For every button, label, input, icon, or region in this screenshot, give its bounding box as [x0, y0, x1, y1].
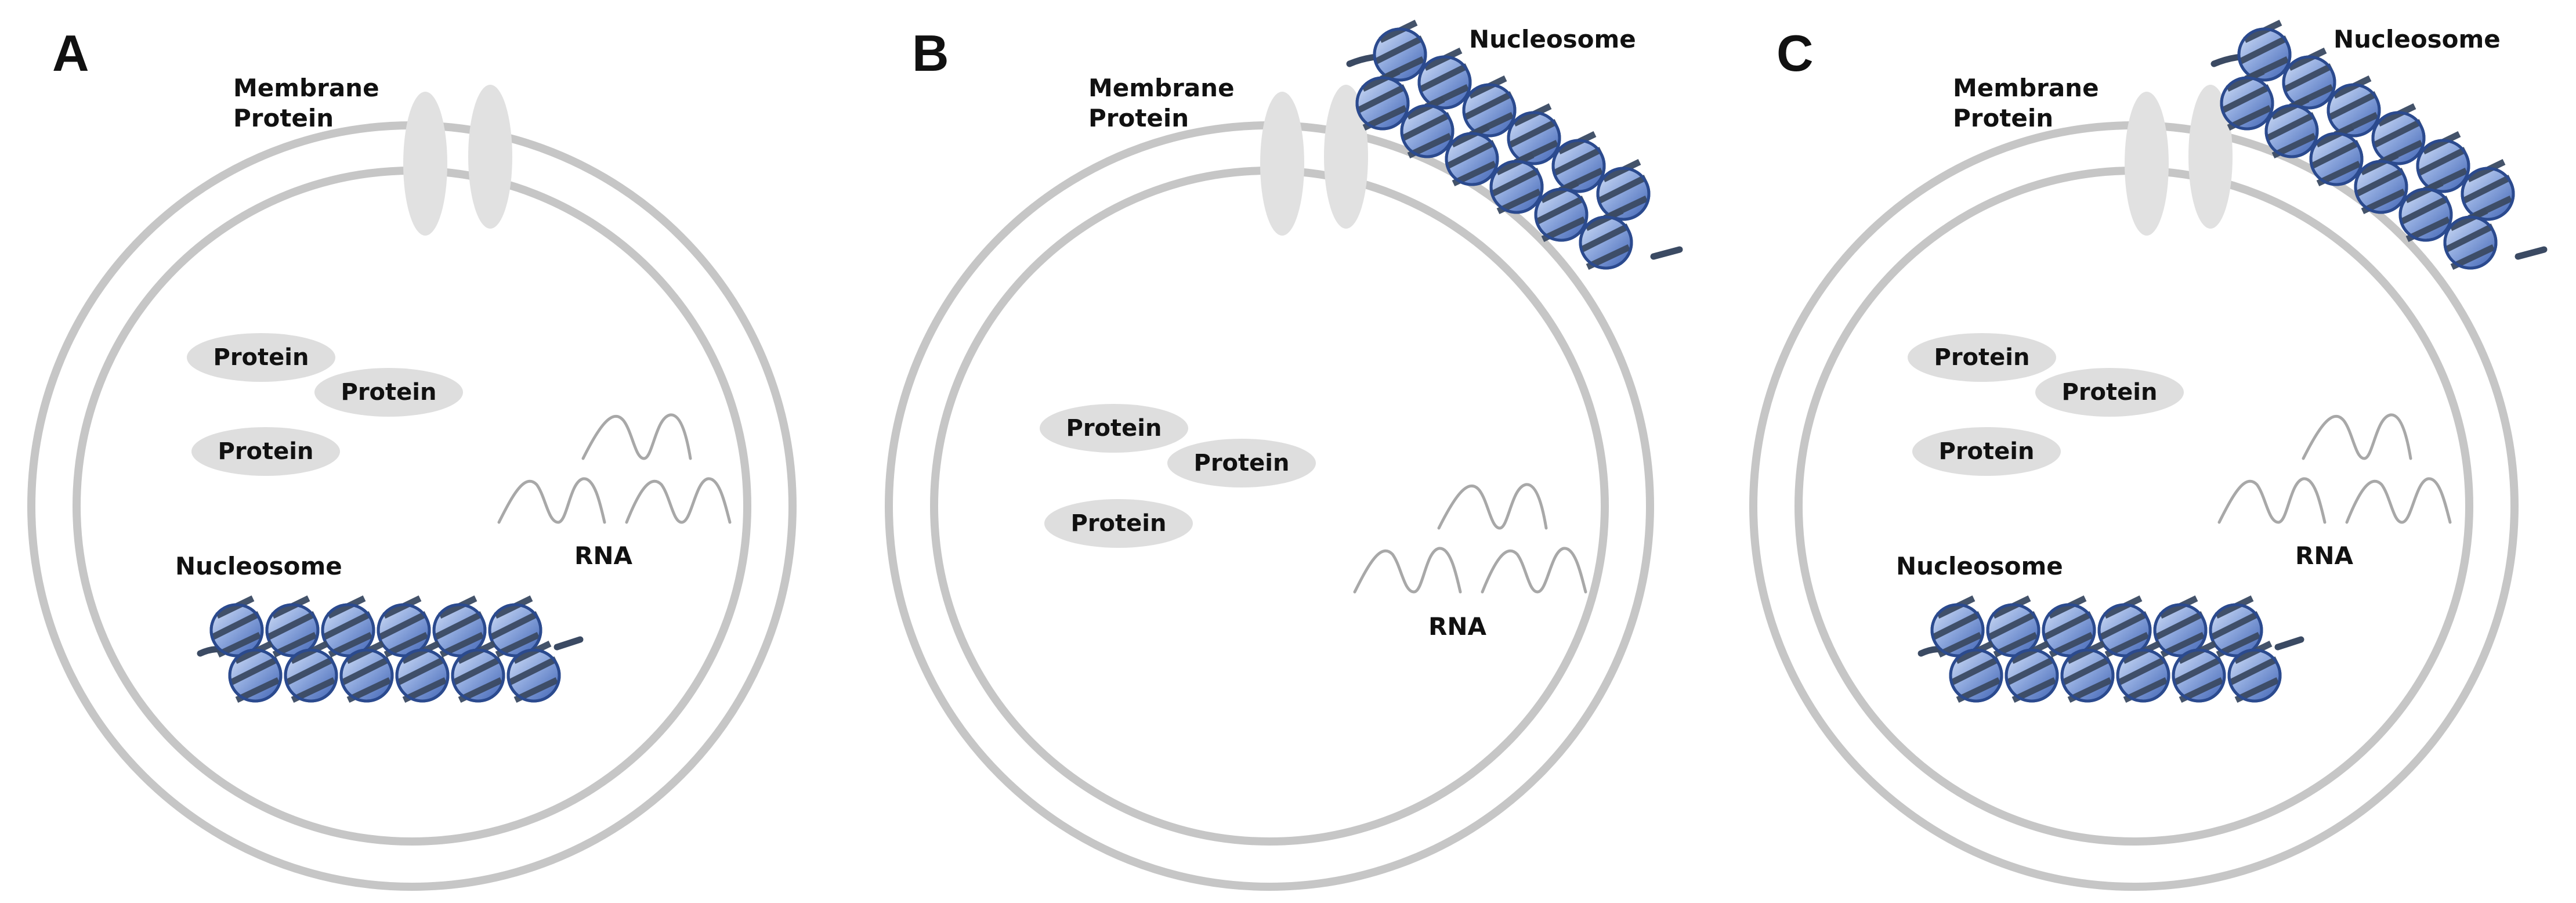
nucleosome-chain	[197, 598, 584, 701]
nucleosome-bead	[2328, 78, 2379, 136]
nucleosome-bead	[1464, 78, 1515, 136]
nucleosome-bead	[2373, 106, 2424, 164]
membrane-protein-label: Membrane Protein	[1088, 74, 1243, 132]
membrane-protein-channel	[2125, 92, 2169, 236]
rna-strands	[1353, 483, 1587, 594]
nucleosome-bead	[1932, 598, 1983, 656]
svg-text:Protein: Protein	[218, 438, 314, 465]
svg-text:Protein: Protein	[1194, 450, 1290, 476]
nucleosome-bead	[323, 598, 374, 656]
inner-membrane	[73, 167, 751, 846]
panel-letter: B	[912, 24, 949, 82]
nucleosome-label: Nucleosome	[1469, 25, 1636, 53]
svg-text:Protein: Protein	[341, 379, 437, 406]
panel-a: A Membrane Protein Protein Protein Prote…	[27, 24, 797, 891]
nucleosome-bead	[2210, 598, 2262, 656]
nucleosome-label: Nucleosome	[2333, 25, 2501, 53]
membrane-protein-channel	[403, 92, 447, 236]
membrane-protein-channel	[1324, 85, 1368, 229]
rna-label: RNA	[574, 541, 632, 570]
rna-label: RNA	[2295, 541, 2353, 570]
rna-strand	[581, 413, 692, 460]
nucleosome-bead	[2043, 598, 2094, 656]
rna-label: RNA	[1428, 612, 1486, 641]
nucleosome-bead	[2239, 23, 2290, 80]
protein: Protein	[187, 333, 335, 382]
rna-strand	[497, 477, 606, 524]
membrane-protein-label: Membrane Protein	[233, 74, 388, 132]
nucleosome-bead	[1988, 598, 2039, 656]
nucleosome-bead	[434, 598, 485, 656]
protein: Protein	[2035, 368, 2184, 417]
svg-text:Protein: Protein	[2062, 379, 2158, 406]
nucleosome-chain	[1917, 598, 2304, 701]
svg-text:Protein: Protein	[1066, 415, 1162, 442]
protein: Protein	[1908, 333, 2056, 382]
nucleosome-label: Nucleosome	[1896, 552, 2063, 580]
rna-strand	[1353, 547, 1462, 594]
svg-text:Protein: Protein	[214, 344, 309, 371]
svg-text:Protein: Protein	[1939, 438, 2035, 465]
outer-membrane	[1749, 121, 2519, 891]
panel-b: B Membrane Protein Protein Protein Prote…	[885, 23, 1683, 891]
rna-strand	[2217, 477, 2327, 524]
nucleosome-bead	[1374, 23, 1426, 80]
nucleosome-bead	[211, 598, 262, 656]
nucleosome-bead	[490, 598, 541, 656]
nucleosome-bead	[378, 598, 429, 656]
nucleosome-bead	[2284, 50, 2335, 108]
protein: Protein	[191, 427, 340, 476]
nucleosome-bead	[1419, 50, 1470, 108]
nucleosome-bead	[2155, 598, 2206, 656]
svg-text:Protein: Protein	[1934, 344, 2030, 371]
protein: Protein	[1040, 404, 1188, 453]
rna-strand	[625, 477, 732, 524]
nucleosome-bead	[2099, 598, 2150, 656]
rna-strand	[2345, 477, 2452, 524]
inner-membrane	[930, 167, 1609, 846]
nucleosome-bead	[2462, 162, 2513, 219]
panel-c: C Membrane Protein Protein Protein Prote…	[1749, 23, 2548, 891]
svg-text:Protein: Protein	[1071, 510, 1167, 537]
nucleosome-bead	[2418, 134, 2469, 192]
rna-strands	[497, 413, 732, 524]
protein: Protein	[1912, 427, 2061, 476]
nucleosome-label: Nucleosome	[175, 552, 342, 580]
rna-strands	[2217, 413, 2452, 524]
membrane-protein-channel	[2188, 85, 2233, 229]
protein: Protein	[1167, 439, 1316, 487]
membrane-protein-channel	[1260, 92, 1304, 236]
protein: Protein	[1044, 499, 1193, 548]
nucleosome-bead	[1598, 162, 1649, 219]
nucleosome-bead	[1508, 106, 1560, 164]
membrane-protein-label: Membrane Protein	[1953, 74, 2107, 132]
membrane-protein-channel	[468, 85, 512, 229]
nucleosome-chain	[1346, 23, 1683, 268]
nucleosome-chain	[2210, 23, 2548, 268]
rna-strand	[2302, 413, 2412, 460]
panel-letter: A	[52, 24, 89, 82]
rna-strand	[1481, 547, 1587, 594]
outer-membrane	[27, 121, 797, 891]
panel-letter: C	[1777, 24, 1814, 82]
protein: Protein	[314, 368, 463, 417]
rna-strand	[1437, 483, 1548, 530]
nucleosome-bead	[267, 598, 318, 656]
inner-membrane	[1794, 167, 2473, 846]
nucleosome-bead	[1553, 134, 1604, 192]
outer-membrane	[885, 121, 1654, 891]
